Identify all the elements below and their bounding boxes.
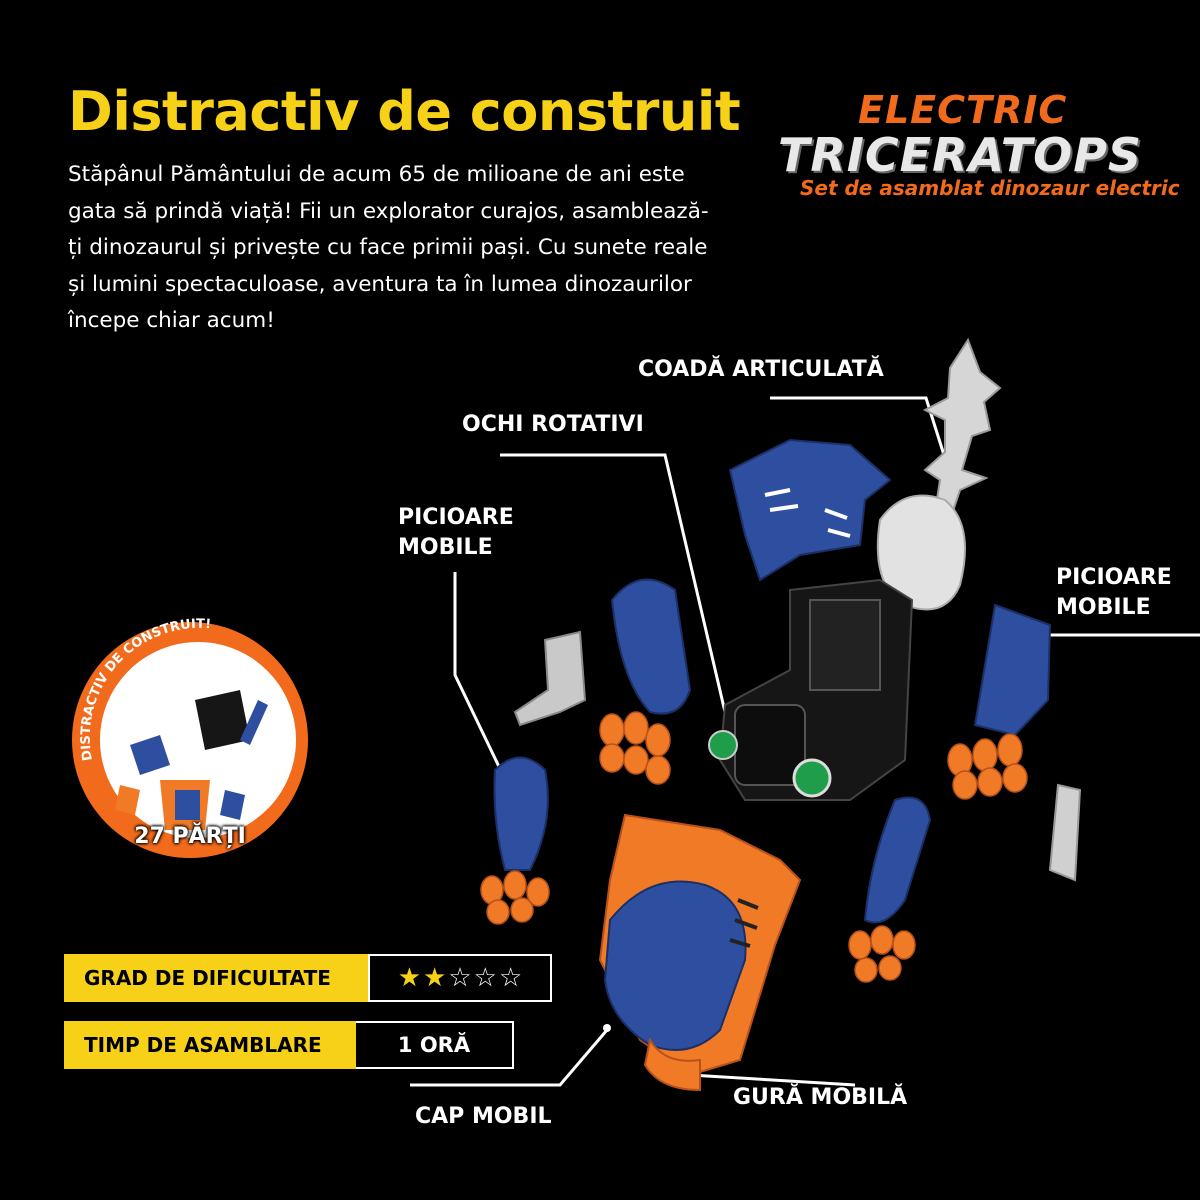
star-empty-icon: ☆ bbox=[498, 963, 523, 993]
bracket-part bbox=[513, 630, 587, 727]
assembly-time-label: TIMP DE ASAMBLARE bbox=[64, 1021, 356, 1069]
callout-eyes: OCHI ROTATIVI bbox=[462, 412, 644, 437]
logo-subtitle: Set de asamblat dinozaur electric bbox=[800, 176, 1180, 200]
motor-body-part bbox=[708, 578, 914, 801]
star-empty-icon: ☆ bbox=[473, 963, 497, 993]
back-plate-part bbox=[728, 438, 892, 582]
callout-lines bbox=[410, 396, 1200, 1087]
assembly-time-value: 1 ORĂ bbox=[356, 1021, 514, 1069]
callout-legs-left-line2: MOBILE bbox=[398, 535, 493, 560]
star-empty-icon: ☆ bbox=[448, 963, 472, 993]
rear-right-leg-part bbox=[848, 796, 932, 983]
callout-mouth: GURĂ MOBILĂ bbox=[733, 1085, 908, 1110]
rod-part bbox=[1048, 783, 1082, 882]
star-filled-icon: ★ bbox=[423, 963, 447, 993]
head-part bbox=[598, 813, 802, 1092]
difficulty-row: GRAD DE DIFICULTATE ★★☆☆☆ bbox=[64, 954, 552, 1002]
logo-electric: ELECTRIC bbox=[858, 88, 1068, 132]
product-description: Stăpânul Pământului de acum 65 de milioa… bbox=[68, 162, 709, 333]
callout-head: CAP MOBIL bbox=[415, 1104, 552, 1129]
callout-legs-right: PICIOARE MOBILE bbox=[1056, 563, 1172, 623]
callout-legs-right-line1: PICIOARE bbox=[1056, 565, 1172, 590]
front-left-leg-part bbox=[599, 578, 692, 785]
rear-left-leg-part bbox=[480, 756, 550, 925]
callout-legs-left: PICIOARE MOBILE bbox=[398, 503, 514, 563]
assembly-time-row: TIMP DE ASAMBLARE 1 ORĂ bbox=[64, 1021, 514, 1069]
parts-count: 27 PĂRȚI bbox=[134, 824, 246, 849]
front-right-leg-part bbox=[947, 603, 1052, 800]
page-title: Distractiv de construit bbox=[68, 80, 741, 143]
difficulty-label: GRAD DE DIFICULTATE bbox=[64, 954, 368, 1002]
star-filled-icon: ★ bbox=[397, 963, 422, 993]
parts-badge-graphic: DISTRACTIV DE CONSTRUIT! bbox=[72, 617, 308, 858]
logo-triceratops: TRICERATOPS bbox=[778, 128, 1143, 182]
callout-legs-left-line1: PICIOARE bbox=[398, 505, 514, 530]
tail-part bbox=[876, 337, 1002, 611]
difficulty-stars: ★★☆☆☆ bbox=[368, 954, 552, 1002]
callout-legs-right-line2: MOBILE bbox=[1056, 595, 1151, 620]
callout-tail: COADĂ ARTICULATĂ bbox=[638, 357, 884, 382]
